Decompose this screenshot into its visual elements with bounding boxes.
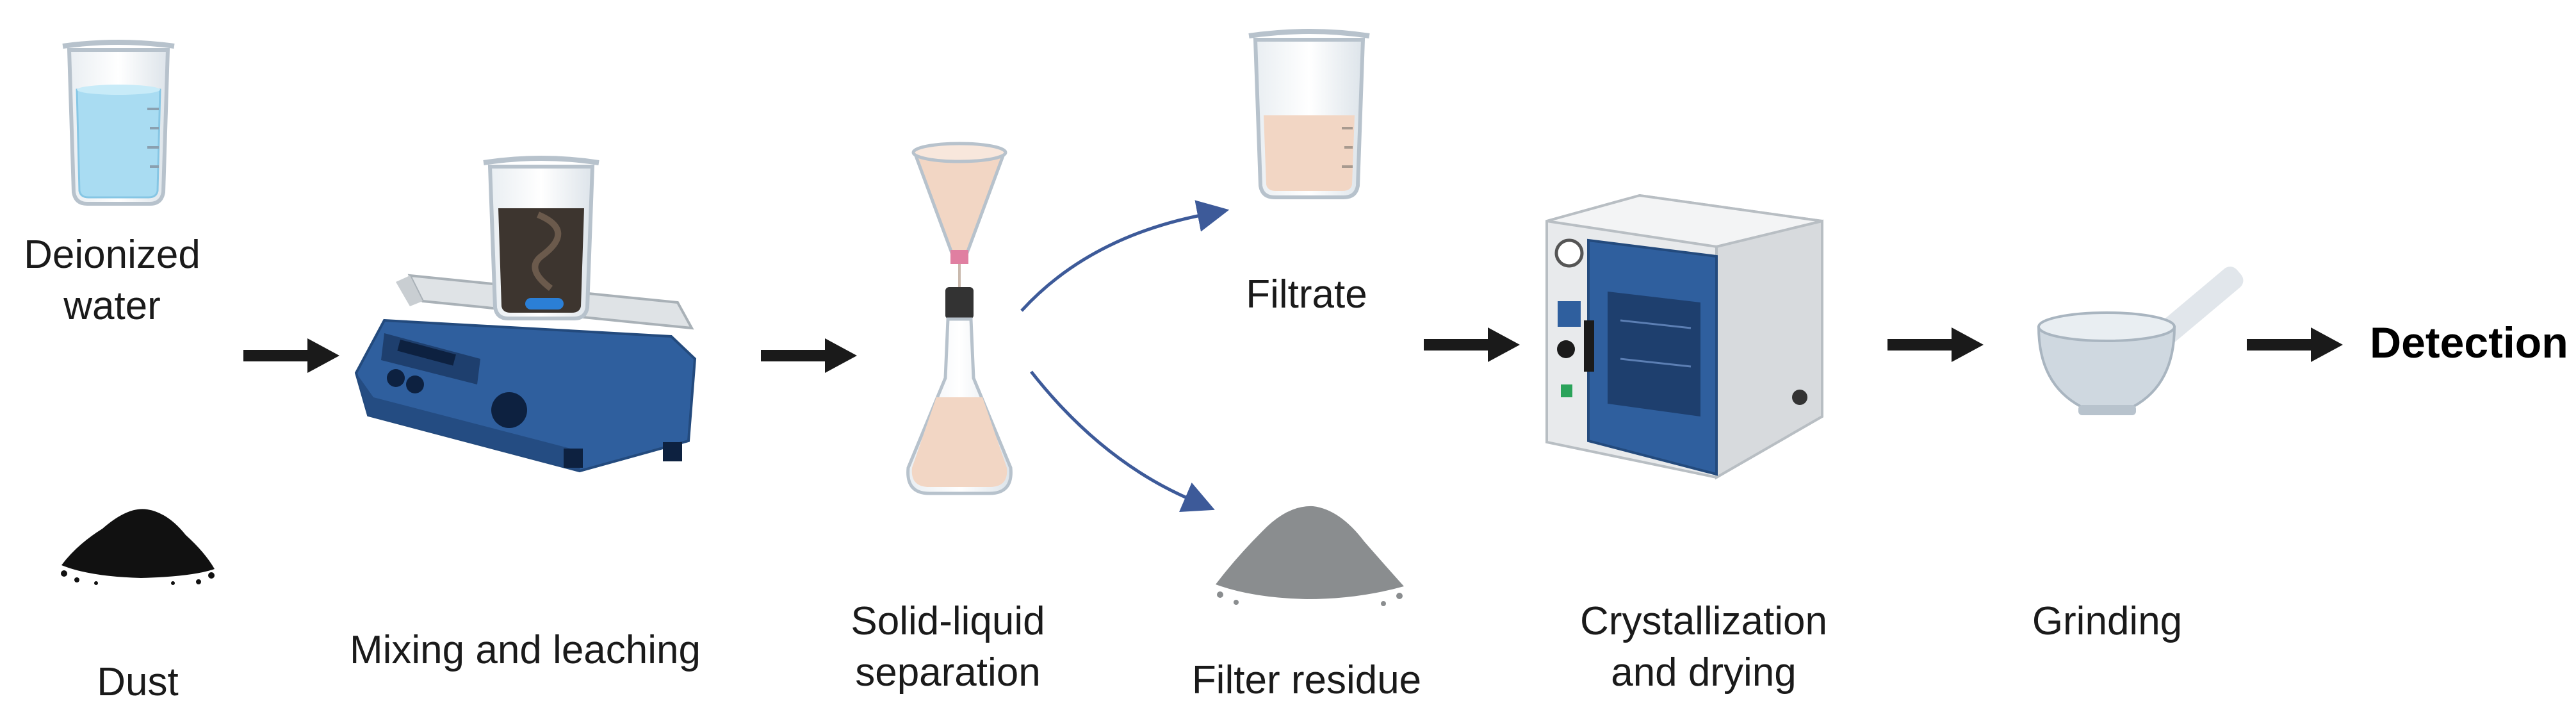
label-dust: Dust [97, 660, 179, 704]
label-grinding: Grinding [2032, 599, 2183, 643]
drying-oven-icon [1545, 194, 1823, 480]
filter-funnel-flask-icon [906, 142, 1013, 495]
flow-arrow-1 [243, 338, 339, 373]
flow-arrow-2 [761, 338, 857, 373]
label-filtrate: Filtrate [1246, 272, 1367, 317]
label-filter-residue: Filter residue [1191, 658, 1422, 702]
beaker-water-icon [62, 40, 175, 206]
label-deionized-water: Deionized water [24, 233, 200, 328]
label-solid-liquid-separation: Solid-liquid separation [851, 599, 1045, 695]
magnetic-stirrer-icon [354, 156, 697, 473]
residue-pile-icon [1216, 506, 1404, 606]
mortar-pestle-icon [2037, 267, 2244, 415]
branch-arrow-filtrate [1020, 200, 1230, 312]
branch-arrow-residue [1030, 370, 1215, 513]
flow-arrow-5 [2247, 327, 2343, 362]
label-mixing-and-leaching: Mixing and leaching [349, 628, 701, 672]
flow-arrow-3 [1424, 327, 1520, 362]
label-detection: Detection [2370, 318, 2568, 367]
flow-arrow-4 [1887, 327, 1984, 362]
filtrate-beaker-icon [1248, 29, 1370, 199]
dust-pile-icon [61, 509, 215, 585]
label-crystallization-and-drying: Crystallization and drying [1580, 599, 1827, 695]
